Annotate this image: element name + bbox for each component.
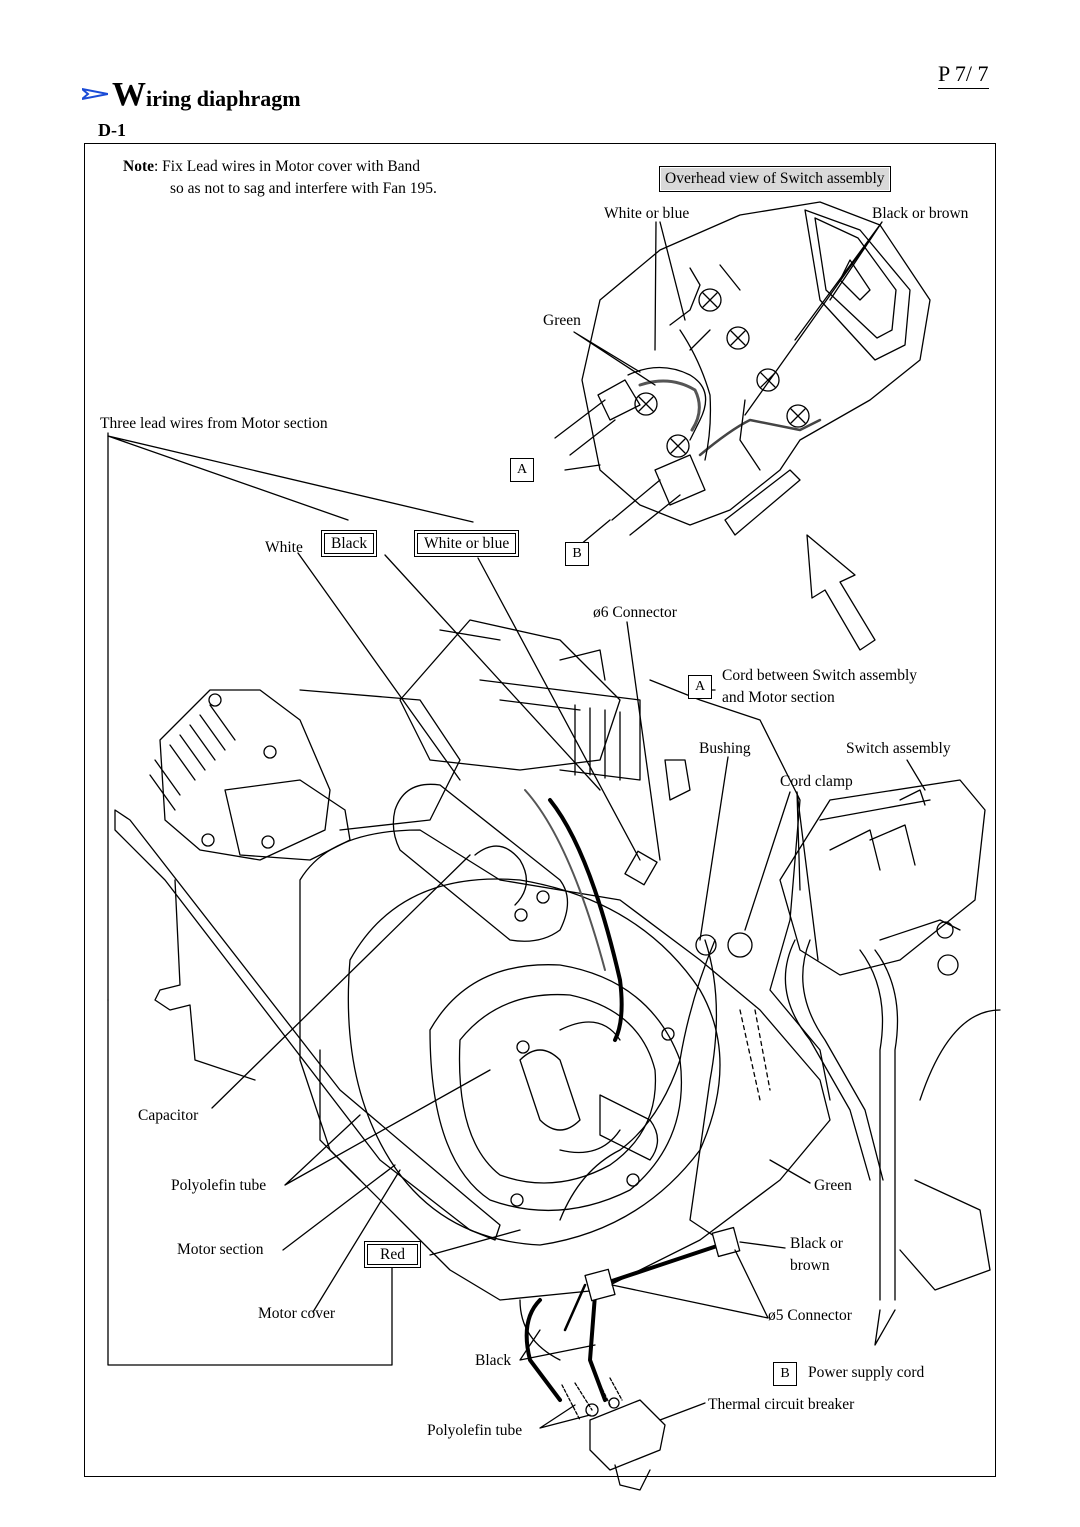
label-cord-between-2: and Motor section [722, 689, 835, 706]
view-direction-arrow [806, 534, 876, 651]
label-black-box: Black [321, 530, 378, 557]
label-white-or-blue-box: White or blue [414, 530, 520, 557]
label-green-top: Green [543, 312, 581, 329]
note-line-2: so as not to sag and interfere with Fan … [170, 180, 437, 197]
label-three-lead-wires: Three lead wires from Motor section [100, 415, 328, 432]
leader-lines [107, 432, 926, 1429]
marker-b-legend: B [773, 1362, 797, 1386]
diagram-frame [84, 143, 996, 1477]
page-title: W iring diaphragm [82, 78, 301, 112]
label-motor-cover: Motor cover [258, 1305, 336, 1322]
section-id: D-1 [98, 120, 126, 140]
label-black-or-brown-top: Black or brown [872, 205, 969, 222]
label-cord-between-1: Cord between Switch assembly [722, 667, 918, 684]
label-white: White [265, 539, 303, 556]
label-black-bottom: Black [475, 1352, 512, 1369]
label-polyolefin-tube-1: Polyolefin tube [171, 1177, 267, 1194]
title-initial: W [112, 76, 146, 113]
marker-a-legend: A [688, 675, 712, 699]
label-switch-assembly: Switch assembly [846, 740, 951, 757]
note-text-1: : Fix Lead wires in Motor cover with Ban… [154, 158, 421, 175]
label-connector-5: ø5 Connector [768, 1307, 852, 1324]
label-white-or-blue-text: White or blue [417, 533, 517, 554]
label-black-text: Black [324, 533, 375, 554]
label-cord-clamp: Cord clamp [780, 773, 853, 790]
label-bushing: Bushing [699, 740, 751, 757]
label-connector-6: ø6 Connector [593, 604, 677, 621]
switch-overhead-drawing [554, 201, 931, 536]
label-red-box: Red [364, 1241, 421, 1268]
title-text: iring diaphragm [146, 86, 301, 111]
page-number: P 7/ 7 [938, 62, 989, 89]
overhead-view-caption: Overhead view of Switch assembly [659, 166, 891, 192]
label-white-or-blue-top: White or blue [604, 205, 690, 222]
right-arrow-icon [82, 88, 108, 100]
label-black-or: Black or [790, 1235, 843, 1252]
label-capacitor: Capacitor [138, 1107, 199, 1124]
label-power-supply-cord: Power supply cord [808, 1364, 925, 1381]
motor-assembly-drawing [114, 619, 1001, 1491]
marker-b-top: B [565, 542, 589, 566]
note-line-1: Note: Fix Lead wires in Motor cover with… [123, 158, 420, 176]
label-brown: brown [790, 1257, 830, 1274]
label-red-text: Red [367, 1244, 418, 1265]
marker-a-top: A [510, 458, 534, 482]
label-thermal-circuit-breaker: Thermal circuit breaker [708, 1396, 855, 1413]
note-label: Note [123, 158, 154, 175]
label-motor-section: Motor section [177, 1241, 264, 1258]
label-green-bottom: Green [814, 1177, 852, 1194]
label-polyolefin-tube-2: Polyolefin tube [427, 1422, 523, 1439]
